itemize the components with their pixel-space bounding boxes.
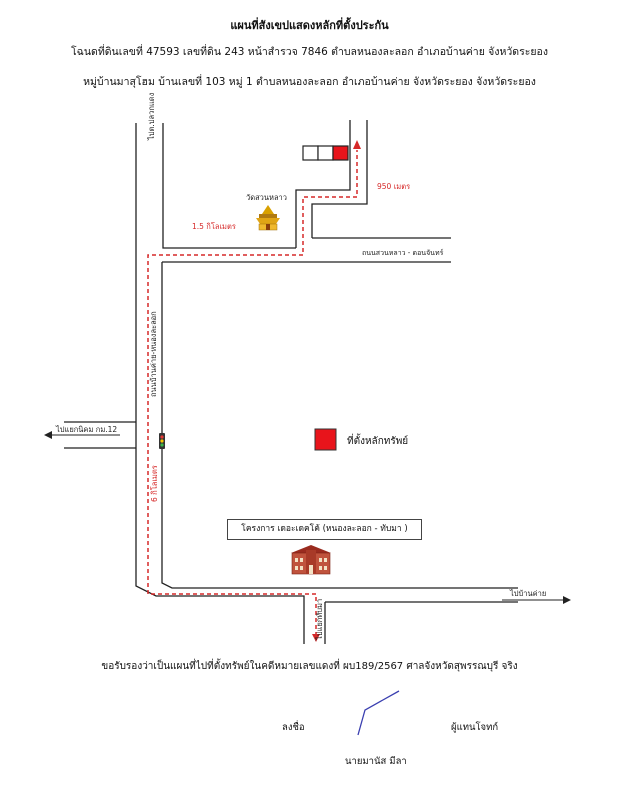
arrow-east-icon (563, 596, 571, 604)
label-temple: วัดสวนหลาว (246, 193, 287, 202)
label-dist-1-5km: 1.5 กิโลเมตร (192, 222, 236, 231)
road-north-bend (162, 123, 296, 249)
label-dist-6km: 6 กิโลเมตร (150, 465, 159, 502)
project-box: โครงการ เดอะเดคโค้ (หนองละลอก - ทับมา ) (227, 519, 422, 540)
arrow-west-icon (44, 431, 52, 439)
property-marker (314, 428, 337, 451)
house-box-target (332, 145, 349, 161)
direction-arrows (48, 434, 565, 601)
road-soi-west-edge (295, 120, 351, 248)
label-road-suanlao: ถนนสวนหลาว - ดอนจันทร์ (362, 249, 444, 257)
label-to-plaadaeng: ไปต.ปลวกแดง (147, 92, 156, 141)
label-dist-950m: 950 เมตร (377, 182, 410, 191)
house-box-2 (317, 145, 334, 161)
house-row (302, 145, 349, 161)
route-arrow-down-icon (312, 634, 320, 642)
certification-text: ขอรับรองว่าเป็นแผนที่ไปที่ตั้งทรัพย์ในคด… (101, 661, 518, 672)
road-east-inner-edge (161, 262, 518, 589)
signature-mark (357, 690, 400, 736)
road-west-edge (135, 123, 305, 644)
route-arrow-up-icon (353, 140, 361, 149)
road-soi-east-edge (311, 120, 368, 238)
route-line (147, 150, 358, 636)
sign-label: ลงชื่อ (282, 722, 305, 733)
label-to-thapma: ไปแยกทับมา (315, 599, 324, 641)
traffic-light-icon (159, 433, 165, 449)
label-road-bankhai: ถนนบ้านค่าย-หนองละลอก (149, 311, 158, 397)
house-box-1 (302, 145, 319, 161)
signer-name: นายมานัส มีลา (345, 756, 407, 767)
deed-info-line: โฉนดที่ดินเลขที่ 47593 เลขที่ดิน 243 หน้… (71, 46, 548, 58)
owner-label: ผู้แทนโจทก์ (451, 722, 499, 733)
map-title: แผนที่สังเขปแสดงหลักที่ตั้งประกัน (230, 19, 389, 32)
temple-icon (256, 205, 280, 231)
route-dashed (147, 150, 358, 636)
label-to-bankhai: ไปบ้านค่าย (509, 589, 546, 598)
address-line: หมู่บ้านมาสุโฮม บ้านเลขที่ 103 หมู่ 1 ตำ… (83, 76, 536, 88)
road-lines (64, 120, 518, 644)
label-to-nikom: ไปแยกนิคม กม.12 (55, 425, 117, 434)
property-label: ที่ตั้งหลักทรัพย์ (347, 436, 409, 447)
building-icon (291, 545, 331, 575)
